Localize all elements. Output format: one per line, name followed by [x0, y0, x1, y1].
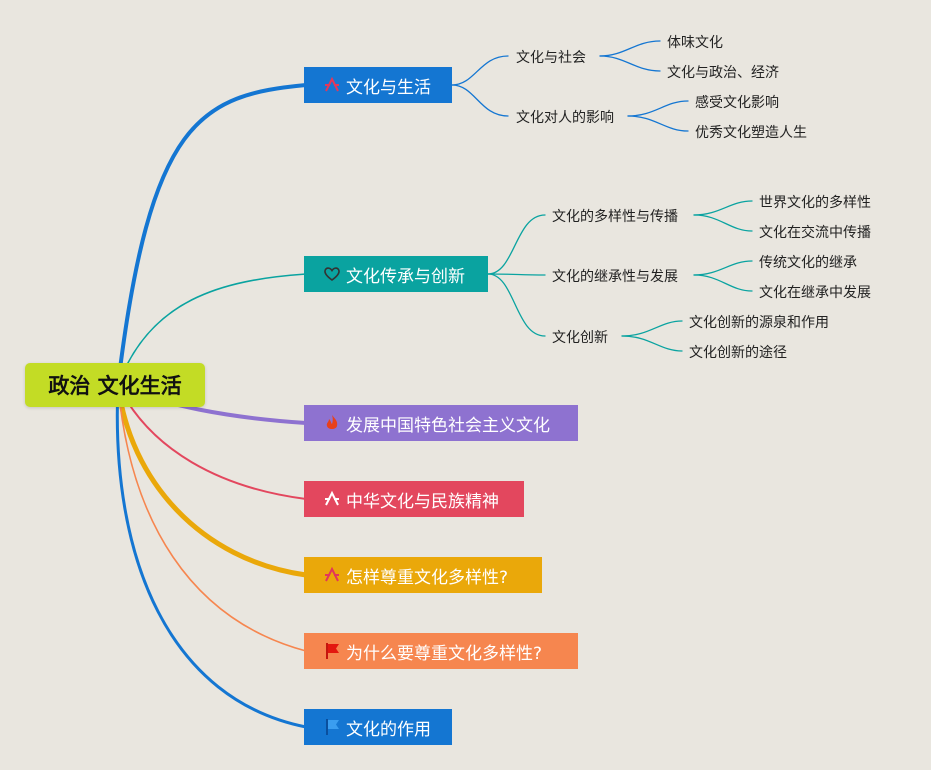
leaf-topic[interactable]: 世界文化的多样性: [759, 195, 871, 211]
branch-role-of-culture[interactable]: 文化的作用: [304, 709, 452, 745]
subtopic-inheritance-development[interactable]: 文化的继承性与发展: [552, 269, 678, 285]
leaf-topic[interactable]: 文化在交流中传播: [759, 225, 871, 241]
branch-connector: [115, 383, 308, 729]
root-topic-label: 政治 文化生活: [48, 374, 182, 398]
leaf-topic[interactable]: 体味文化: [667, 35, 723, 51]
branch-label: 文化的作用: [346, 719, 431, 740]
root-topic[interactable]: 政治 文化生活: [25, 363, 205, 407]
branch-connector: [117, 273, 307, 386]
subtopic-culture-influence[interactable]: 文化对人的影响: [516, 110, 614, 126]
sub-connector: [621, 335, 683, 352]
sub-connector: [627, 100, 689, 117]
sub-connector: [693, 274, 753, 292]
branch-why-respect-diversity[interactable]: 为什么要尊重文化多样性?: [304, 633, 578, 669]
scales-icon: [322, 565, 342, 585]
branch-connector: [115, 382, 309, 578]
branch-label: 文化与生活: [346, 77, 431, 98]
branch-label: 为什么要尊重文化多样性?: [346, 643, 543, 664]
subtopic-culture-innovation[interactable]: 文化创新: [552, 330, 608, 346]
sub-connector: [621, 320, 683, 337]
sub-connector: [487, 214, 546, 275]
sub-connector: [627, 115, 689, 132]
red-flag-icon: [322, 641, 342, 661]
sub-connector: [599, 55, 661, 72]
sub-connector: [693, 200, 753, 216]
leaf-topic[interactable]: 文化与政治、经济: [667, 65, 779, 81]
sub-connector: [599, 40, 661, 57]
branch-connector: [117, 384, 307, 500]
leaf-topic[interactable]: 文化在继承中发展: [759, 285, 871, 301]
leaf-topic[interactable]: 文化创新的途径: [689, 345, 787, 361]
branch-connector: [116, 83, 308, 387]
branch-chinese-culture-spirit[interactable]: 中华文化与民族精神: [304, 481, 524, 517]
sub-connector: [451, 55, 509, 86]
heart-icon: [322, 264, 342, 284]
leaf-topic[interactable]: 优秀文化塑造人生: [695, 125, 807, 141]
branch-connector: [117, 384, 307, 652]
branch-label: 中华文化与民族精神: [346, 491, 499, 512]
subtopic-diversity-spread[interactable]: 文化的多样性与传播: [552, 209, 678, 225]
branch-culture-inheritance[interactable]: 文化传承与创新: [304, 256, 488, 292]
branch-socialist-culture[interactable]: 发展中国特色社会主义文化: [304, 405, 578, 441]
subtopic-culture-society[interactable]: 文化与社会: [516, 50, 586, 66]
sub-connector: [487, 273, 546, 337]
blue-flag-icon: [322, 717, 342, 737]
leaf-topic[interactable]: 感受文化影响: [695, 95, 779, 111]
branch-how-respect-diversity[interactable]: 怎样尊重文化多样性?: [304, 557, 542, 593]
sub-connector: [451, 84, 509, 117]
flame-icon: [322, 413, 342, 433]
sub-connector: [693, 260, 753, 276]
leaf-topic[interactable]: 文化创新的源泉和作用: [689, 315, 829, 331]
sub-connector: [693, 214, 753, 232]
scales-icon: [322, 75, 342, 95]
branch-culture-and-life[interactable]: 文化与生活: [304, 67, 452, 103]
scales-icon: [322, 489, 342, 509]
branch-label: 发展中国特色社会主义文化: [346, 415, 550, 436]
branch-label: 文化传承与创新: [346, 266, 465, 287]
leaf-topic[interactable]: 传统文化的继承: [759, 255, 857, 271]
branch-label: 怎样尊重文化多样性?: [346, 567, 509, 588]
sub-connector: [487, 273, 546, 276]
